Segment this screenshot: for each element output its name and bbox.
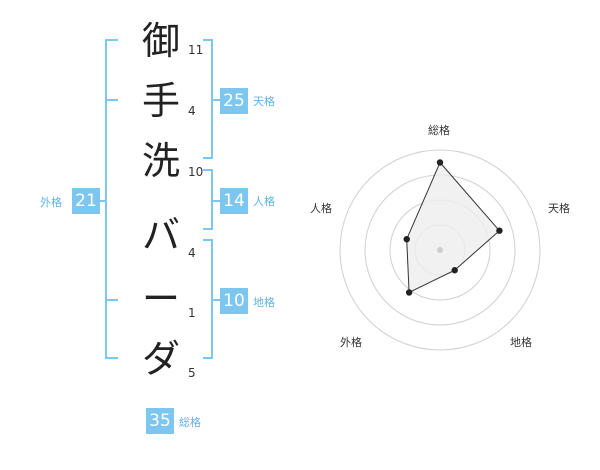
soukaku-label: 総格	[179, 416, 201, 429]
stroke-count-2: 4	[188, 104, 196, 118]
stroke-count-4: 4	[188, 246, 196, 260]
radar-axis-label-gaikaku: 外格	[340, 336, 362, 349]
stroke-count-3: 10	[188, 165, 204, 179]
chikaku-value: 10	[220, 288, 248, 314]
name-char-2: 手	[141, 79, 180, 123]
radar-center-dot	[437, 247, 443, 253]
gaikaku-value: 21	[72, 188, 100, 214]
stroke-count-5: 1	[188, 306, 196, 320]
soukaku-value: 35	[146, 408, 174, 434]
radar-point-3	[451, 267, 458, 274]
jinkaku-value: 14	[220, 188, 248, 214]
radar-point-5	[403, 235, 410, 243]
tenkaku-label: 天格	[253, 95, 275, 108]
radar-point-4	[405, 289, 413, 296]
radar-polygon	[406, 161, 501, 294]
chikaku-label: 地格	[253, 296, 275, 309]
name-char-1: 御	[141, 19, 180, 63]
name-char-6: ダ	[141, 337, 180, 381]
radar-ring-4	[339, 149, 541, 351]
radar-axis-label-tenkaku: 天格	[548, 202, 570, 215]
radar-chart	[339, 149, 541, 351]
name-char-3: 洗	[141, 139, 180, 183]
name-char-4: バ	[141, 213, 180, 257]
radar-point-1	[436, 159, 444, 166]
jinkaku-label: 人格	[253, 195, 275, 208]
name-char-5: ー	[141, 277, 180, 321]
radar-axis-label-chikaku: 地格	[510, 336, 532, 349]
tenkaku-value: 25	[220, 88, 248, 114]
stroke-count-6: 5	[188, 366, 196, 380]
gaikaku-label: 外格	[40, 196, 62, 209]
stroke-count-1: 11	[188, 43, 204, 57]
radar-point-2	[496, 227, 503, 234]
radar-axis-label-jinkaku: 人格	[310, 202, 332, 215]
radar-axis-label-soukaku: 総格	[428, 124, 450, 137]
